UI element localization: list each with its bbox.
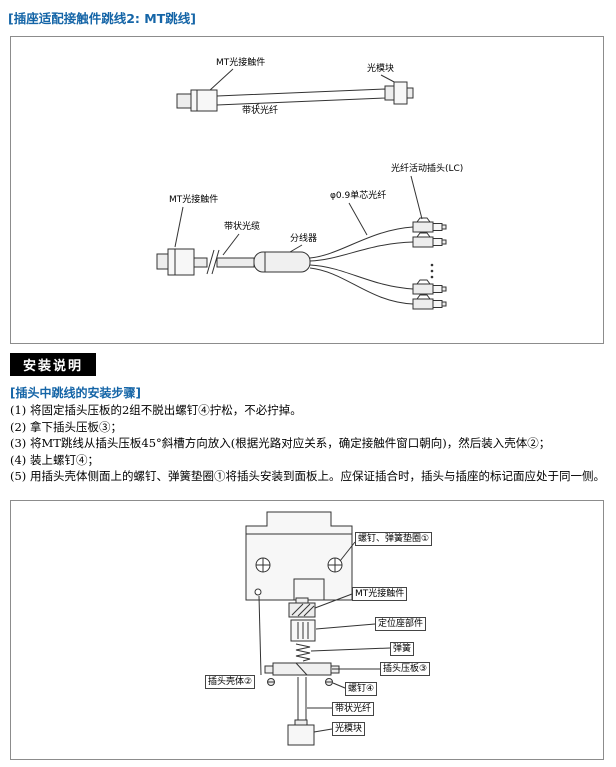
exploded-parts-drawing xyxy=(258,541,391,746)
install-step-3: (3) 将MT跳线从插头压板45°斜槽方向放入(根据光路对应关系，确定接触件窗口… xyxy=(10,436,551,450)
install-step-1: (1) 将固定插头压板的2组不脱出螺钉④拧松，不必拧掉。 xyxy=(10,403,302,417)
label-single-core-fiber: φ0.9单芯光纤 xyxy=(330,191,387,201)
assembly-figure-svg xyxy=(245,511,391,746)
label-mt-contact-bottom: MT光接触件 xyxy=(169,195,219,205)
lc-connector-drawing xyxy=(412,232,447,248)
label-plug-housing: 插头壳体② xyxy=(205,675,256,689)
mt-fanout-jumper-drawing xyxy=(156,175,447,310)
label-mt-contact: MT光接触件 xyxy=(352,587,408,601)
install-steps: (1) 将固定插头压板的2组不脱出螺钉④拧松，不必拧掉。 (2) 拿下插头压板③… xyxy=(10,402,612,485)
page-title: [插座适配接触件跳线2: MT跳线] xyxy=(8,11,196,26)
label-screw: 螺钉④ xyxy=(345,682,378,696)
lc-connector-drawing xyxy=(412,217,447,233)
jumper-figure-box: MT光接触件 光模块 带状光纤 光纤活动插头(LC) φ0.9单芯光纤 MT光接… xyxy=(10,36,604,344)
assembly-figure-box: 螺钉、弹簧垫圈① MT光接触件 定位座部件 弹簧 插头压板③ 螺钉④ 带状光纤 … xyxy=(10,500,604,760)
label-ribbon-fiber: 带状光纤 xyxy=(242,106,279,116)
label-spring: 弹簧 xyxy=(390,642,415,656)
label-mt-contact-top: MT光接触件 xyxy=(216,58,266,68)
plug-housing-drawing xyxy=(245,511,353,601)
jumper-figure-svg xyxy=(156,68,447,310)
label-splitter: 分线器 xyxy=(290,234,318,244)
install-subheading: [插头中跳线的安装步骤] xyxy=(10,386,141,400)
mt-jumper-simple-drawing xyxy=(176,68,414,112)
install-step-4: (4) 装上螺钉④； xyxy=(10,452,99,467)
install-step-2: (2) 拿下插头压板③； xyxy=(10,419,122,434)
label-screw-spring-washer: 螺钉、弹簧垫圈① xyxy=(355,532,433,546)
label-optical-module: 光模块 xyxy=(367,64,395,74)
label-lc-plug: 光纤活动插头(LC) xyxy=(391,164,464,174)
label-positioning-seat: 定位座部件 xyxy=(375,617,427,631)
lc-connector-drawing xyxy=(412,294,447,310)
label-ribbon-fiber-2: 带状光纤 xyxy=(332,702,375,716)
install-step-5: (5) 用插头壳体侧面上的螺钉、弹簧垫圈①将插头安装到面板上。应保证插合时，插头… xyxy=(10,469,605,483)
label-ribbon-cable: 带状光缆 xyxy=(224,222,261,232)
install-section-header: 安装说明 xyxy=(10,353,97,376)
label-pressure-plate: 插头压板③ xyxy=(380,662,431,676)
label-optical-module-2: 光模块 xyxy=(332,722,366,736)
lc-connector-drawing xyxy=(412,279,447,295)
